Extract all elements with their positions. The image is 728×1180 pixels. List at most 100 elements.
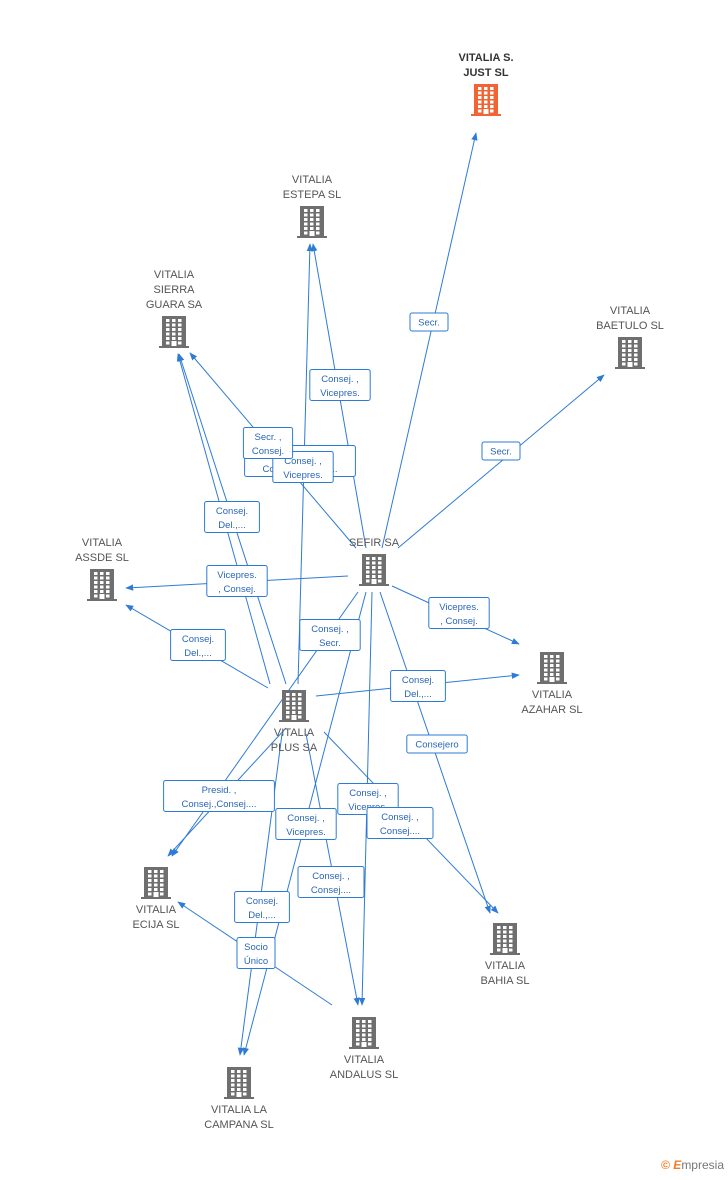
edge-label-box [406,734,468,754]
edge-label-box [366,807,434,839]
node-vitalia_sierra_guara[interactable]: VITALIA SIERRA GUARA SA [146,269,203,348]
edges-layer [125,132,605,1056]
edge-label-text: Secr. [418,318,440,329]
node-label-line: VITALIA [82,537,123,549]
edge-label-text: Consej. [246,896,278,907]
edge-label-text: Secr. , [255,432,282,443]
copyright-symbol: © [661,1158,670,1172]
node-label-line: VITALIA LA [211,1104,268,1116]
edge-label-box [242,427,294,459]
edge-label-text: Secr. [490,447,512,458]
building-icon [141,867,171,899]
edge-label-e12[interactable]: Consej. Del.,... [204,501,260,533]
building-icon [297,206,327,238]
edge-label-e6[interactable]: Vicepres., Consej. [428,597,490,629]
node-label-line: CAMPANA SL [204,1119,274,1131]
node-label-line: ECIJA SL [132,919,179,931]
edge-label-box [390,670,446,702]
edge-label-e14[interactable]: Consej.Del.,... [170,629,226,661]
edge-label-text: Presid. , [202,785,237,796]
edge-label-box [272,451,334,483]
edge-label-text: Vicepres. [320,388,359,399]
edge-label-e19[interactable]: Consej.Del.,... [234,891,290,923]
edge-label-text: Consej.,Consej.... [182,799,257,810]
node-vitalia_estepa[interactable]: VITALIA ESTEPA SL [283,174,342,238]
edge-label-e17[interactable]: Consej. ,Consej.... [366,807,434,839]
edge-label-text: Único [244,956,268,967]
building-icon [224,1067,254,1099]
building-icon [490,923,520,955]
edge-label-e3[interactable]: Consej. , Vicepres. [309,369,371,401]
edge-label-text: Del.,... [218,520,245,531]
building-icon [349,1017,379,1049]
edge-label-box [163,780,275,812]
node-sefir[interactable]: SEFIR SA [349,537,400,586]
edge-label-e16[interactable]: Presid. , Consej.,Consej.... [163,780,275,812]
node-label-line: PLUS SA [271,742,318,754]
node-label-line: SIERRA [154,284,196,296]
edge-labels-layer: Secr. Secr. Consej. , Vicepres. Presid. , Con… [163,312,521,969]
edge-label-box [309,369,371,401]
edge-label-text: Consej. [182,634,214,645]
node-label-line: VITALIA S. [459,52,514,64]
empresia-watermark: © Empresia [661,1158,724,1172]
edge-line-sefir-to-vitalia_baetulo [397,374,605,549]
edge-label-box [481,441,521,461]
brand-initial: E [673,1158,682,1172]
edge-label-e13[interactable]: Secr. ,Consej. [242,427,294,459]
node-label-line: JUST SL [463,67,509,79]
building-icon [159,316,189,348]
edge-label-box [234,891,290,923]
building-icon [279,690,309,722]
edge-label-e18[interactable]: Consej. ,Consej.... [297,866,365,898]
node-vitalia_la_campana[interactable]: VITALIA LA CAMPANA SL [204,1067,274,1131]
edge-label-text: , Consej. [218,584,256,595]
edge-label-text: , Consej. [440,616,478,627]
node-label-line: AZAHAR SL [521,704,582,716]
edge-label-text: Secr. [319,638,341,649]
edge-label-e2[interactable]: Secr. [481,441,521,461]
edge-label-box [236,937,276,969]
building-icon [87,569,117,601]
edge-label-text: Socio [244,942,268,953]
edge-label-e9[interactable]: Consej. ,Secr. [299,619,361,651]
edge-label-text: Vicepres. [286,827,325,838]
edge-label-text: Consej. [216,506,248,517]
edge-label-e11[interactable]: Consej. , Vicepres. [272,451,334,483]
edge-label-text: Consej. , [321,374,359,385]
node-label-line: VITALIA [344,1054,385,1066]
edge-label-e7[interactable]: Consejero [406,734,468,754]
node-label-line: VITALIA [485,960,526,972]
edge-label-box [275,808,337,840]
edge-label-box [428,597,490,629]
edge-label-e10[interactable]: Consej. ,Vicepres. [275,808,337,840]
edge-label-text: Del.,... [404,689,431,700]
node-vitalia_s_just[interactable]: VITALIA S. JUST SL [459,52,514,116]
node-label-line: ANDALUS SL [330,1069,398,1081]
edge-label-text: Consejero [415,740,458,751]
edge-label-box [297,866,365,898]
node-label-line: ESTEPA SL [283,189,342,201]
edge-label-box [409,312,449,332]
brand-name: mpresia [681,1158,724,1172]
node-vitalia_andalus[interactable]: VITALIA ANDALUS SL [330,1017,398,1081]
node-label-line: VITALIA [154,269,195,281]
node-label-line: GUARA SA [146,299,203,311]
node-label-line: BAETULO SL [596,320,664,332]
edge-label-text: Vicepres. [283,470,322,481]
edge-label-text: Consej. , [284,456,322,467]
edge-label-e15[interactable]: Consej.Del.,... [390,670,446,702]
edge-label-e1[interactable]: Secr. [409,312,449,332]
edge-line-sefir-to-vitalia_s_just [381,132,478,549]
node-label-line: VITALIA [292,174,333,186]
building-icon [359,554,389,586]
edge-label-e5[interactable]: Vicepres., Consej. [206,565,268,597]
